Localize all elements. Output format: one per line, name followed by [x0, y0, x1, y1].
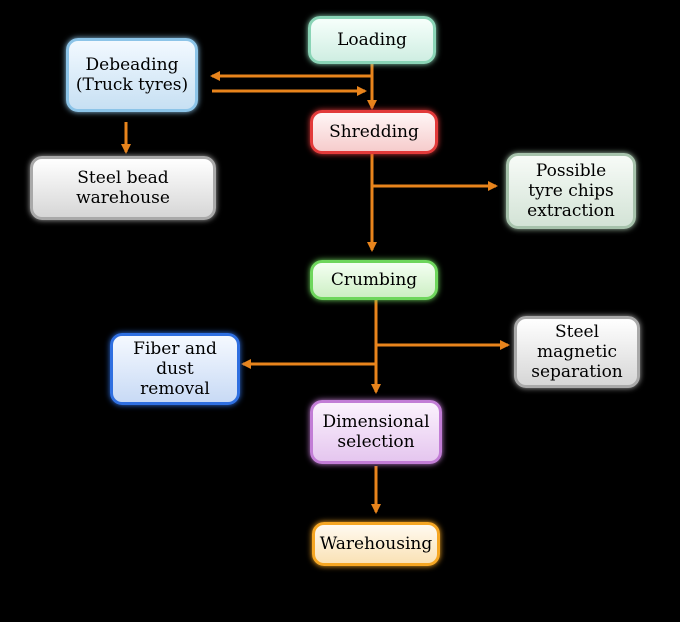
node-steel-magnetic-separation: Steel magnetic separation — [514, 316, 640, 388]
node-dimensional-selection: Dimensional selection — [310, 400, 442, 464]
node-steel-bead-warehouse: Steel bead warehouse — [30, 156, 216, 220]
node-debeading: Debeading (Truck tyres) — [66, 38, 198, 112]
node-fiber-dust-removal: Fiber and dust removal — [110, 333, 240, 405]
node-warehousing: Warehousing — [312, 522, 440, 566]
node-tyre-chips-extraction: Possible tyre chips extraction — [506, 153, 636, 229]
node-crumbing: Crumbing — [310, 260, 438, 300]
node-loading: Loading — [308, 16, 436, 64]
node-shredding: Shredding — [310, 110, 438, 154]
